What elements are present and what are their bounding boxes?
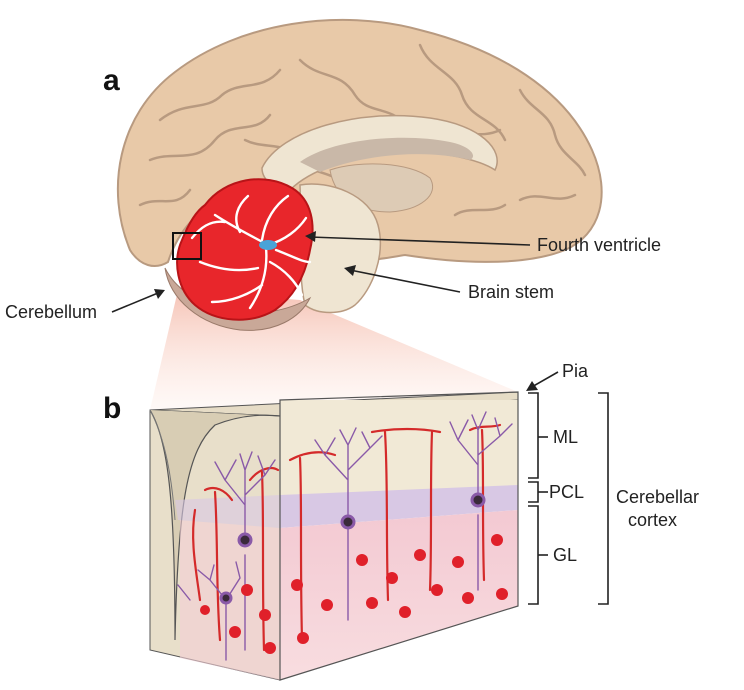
purkinje-cell-layer xyxy=(280,485,518,528)
inset-box xyxy=(172,232,202,260)
blood-vessels xyxy=(192,423,502,652)
cortex-block xyxy=(149,391,519,681)
purkinje-cell xyxy=(177,561,241,661)
label-cerebellar: Cerebellar xyxy=(616,487,699,507)
purkinje-cells xyxy=(177,411,513,661)
label-cerebellum: Cerebellum xyxy=(5,302,97,322)
label-ml: ML xyxy=(553,427,578,447)
folium-fold xyxy=(149,409,281,641)
lateral-ventricle-region xyxy=(300,137,474,172)
panel-a-letter: a xyxy=(103,64,120,97)
label-pcl: PCL xyxy=(549,482,584,502)
label-pia: Pia xyxy=(562,361,589,381)
granule-cells xyxy=(200,534,508,654)
fourth-ventricle xyxy=(259,240,277,250)
purkinje-cell xyxy=(449,411,513,591)
purkinje-cell xyxy=(214,451,276,651)
purkinje-somata xyxy=(219,492,486,605)
purkinje-cell xyxy=(314,427,383,621)
cerebellum xyxy=(176,178,314,321)
label-gl: GL xyxy=(553,545,577,565)
pia-arrowhead xyxy=(526,381,538,391)
granular-layer xyxy=(280,510,518,680)
label-brain-stem: Brain stem xyxy=(468,282,554,302)
label-cortex: cortex xyxy=(628,510,677,530)
label-fourth-ventricle: Fourth ventricle xyxy=(537,235,661,255)
panel-b-annotations xyxy=(528,371,609,605)
panel-b-letter: b xyxy=(103,392,121,425)
panel-a-annotations xyxy=(111,231,531,313)
brain-illustration xyxy=(116,18,603,410)
